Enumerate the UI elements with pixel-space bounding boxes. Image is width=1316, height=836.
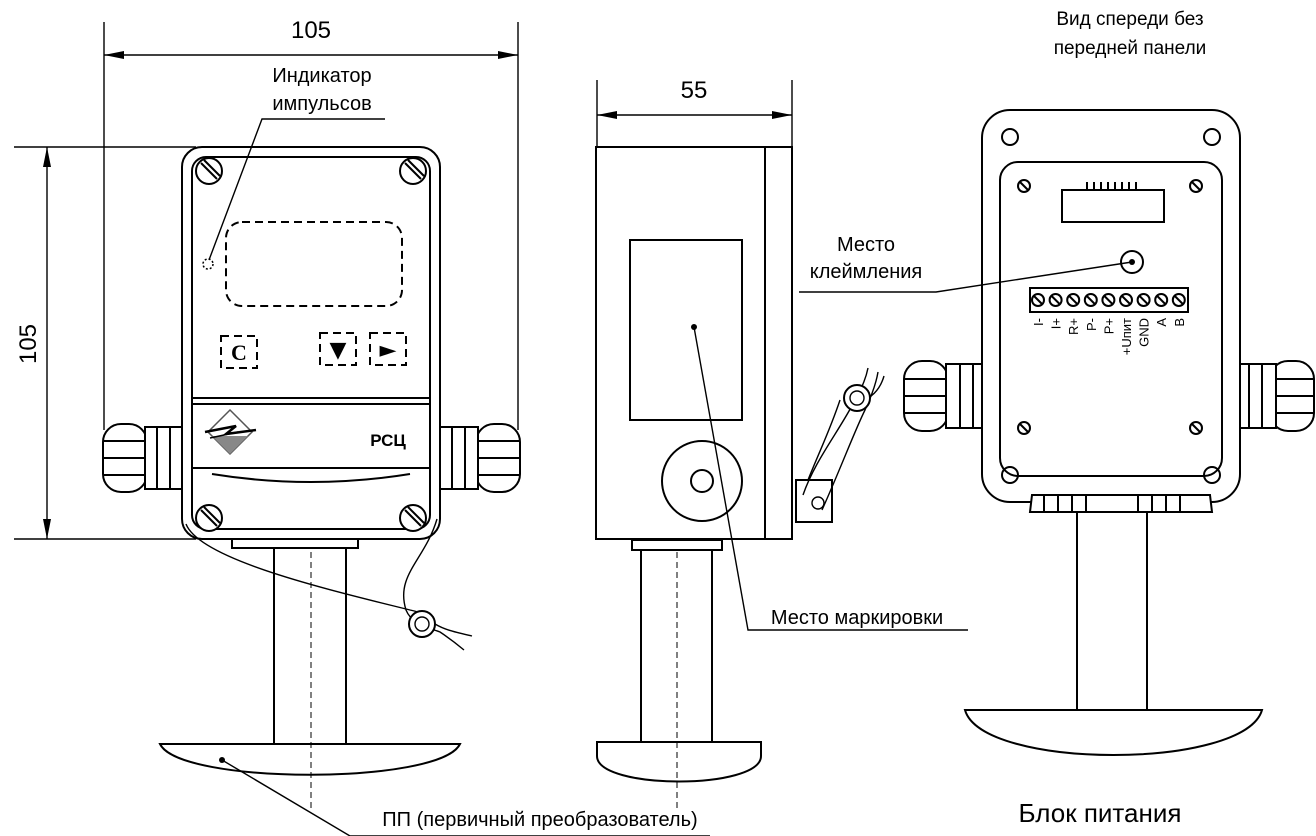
- terminal-screw-icon: [1119, 293, 1133, 307]
- psu-view-caption: Вид спереди без: [1056, 9, 1203, 30]
- seal-icon: [408, 610, 436, 638]
- terminal-label: P-: [1084, 318, 1099, 331]
- right-button: ►: [369, 332, 407, 366]
- svg-text:▼: ▼: [330, 338, 347, 363]
- seal-place-mark: [1120, 250, 1144, 274]
- screw-icon: [1017, 179, 1031, 193]
- primary-converter-label: ПП (первичный преобразователь): [382, 809, 697, 831]
- display-window: [225, 221, 403, 307]
- psu-view-caption: передней панели: [1054, 38, 1207, 59]
- terminal-screw-icon: [1101, 293, 1116, 307]
- side-view: 55 Место маркировки: [595, 77, 968, 808]
- terminal-label: GND: [1137, 318, 1152, 347]
- pulse-indicator-led: [202, 258, 214, 270]
- terminal-label: B: [1172, 318, 1187, 327]
- cable-gland-left: [903, 360, 987, 432]
- svg-text:►: ►: [380, 338, 397, 363]
- terminal-label: I+: [1049, 318, 1064, 329]
- front-housing: [181, 146, 441, 540]
- screw-icon: [1189, 179, 1203, 193]
- terminal-label: A: [1154, 318, 1169, 327]
- marking-place-label: Место маркировки: [771, 607, 943, 629]
- pulse-indicator-label: импульсов: [272, 93, 371, 115]
- seal-place-label: клеймления: [810, 261, 923, 283]
- terminal-screw-icon: [1048, 293, 1063, 307]
- pulse-indicator-label: Индикатор: [272, 65, 371, 87]
- svg-text:C: C: [231, 340, 247, 365]
- cable-gland-right: [439, 423, 521, 493]
- board-connector: [1061, 189, 1165, 223]
- terminal-label: P+: [1101, 318, 1116, 334]
- terminal-screw-icon: [1083, 293, 1098, 307]
- screw-icon: [399, 157, 427, 185]
- terminal-block: [1029, 287, 1189, 313]
- seal-place-label: Место: [837, 234, 895, 256]
- terminal-screw-icon: [1136, 293, 1151, 307]
- manufacturer-logo-icon: [204, 408, 257, 456]
- terminal-label: I-: [1031, 318, 1046, 326]
- cable-gland-side: [661, 440, 743, 522]
- terminal-label: +Uпит: [1119, 318, 1134, 355]
- screw-icon: [1189, 421, 1203, 435]
- down-button: ▼: [319, 332, 357, 366]
- marking-area: [629, 239, 743, 421]
- screw-icon: [195, 504, 223, 532]
- cable-gland-left: [102, 423, 184, 493]
- cable-gland-right: [1235, 360, 1315, 432]
- screw-icon: [195, 157, 223, 185]
- side-depth-dimension: 55: [681, 77, 708, 104]
- psu-title: Блок питания: [1019, 798, 1182, 828]
- front-width-dimension: 105: [291, 17, 331, 44]
- c-button: C: [220, 335, 258, 369]
- psu-view: Вид спереди без передней панели: [799, 9, 1315, 828]
- terminal-screw-icon: [1171, 293, 1186, 307]
- terminal-screw-icon: [1031, 293, 1045, 307]
- front-view: 105 105: [14, 17, 710, 836]
- terminal-screw-icon: [1066, 293, 1081, 307]
- seal-icon: [843, 384, 871, 412]
- front-height-dimension: 105: [15, 324, 42, 364]
- terminal-label: R+: [1066, 318, 1081, 335]
- brand-label: РСЦ: [370, 431, 406, 450]
- screw-icon: [399, 504, 427, 532]
- screw-icon: [1017, 421, 1031, 435]
- terminal-screw-icon: [1154, 293, 1169, 307]
